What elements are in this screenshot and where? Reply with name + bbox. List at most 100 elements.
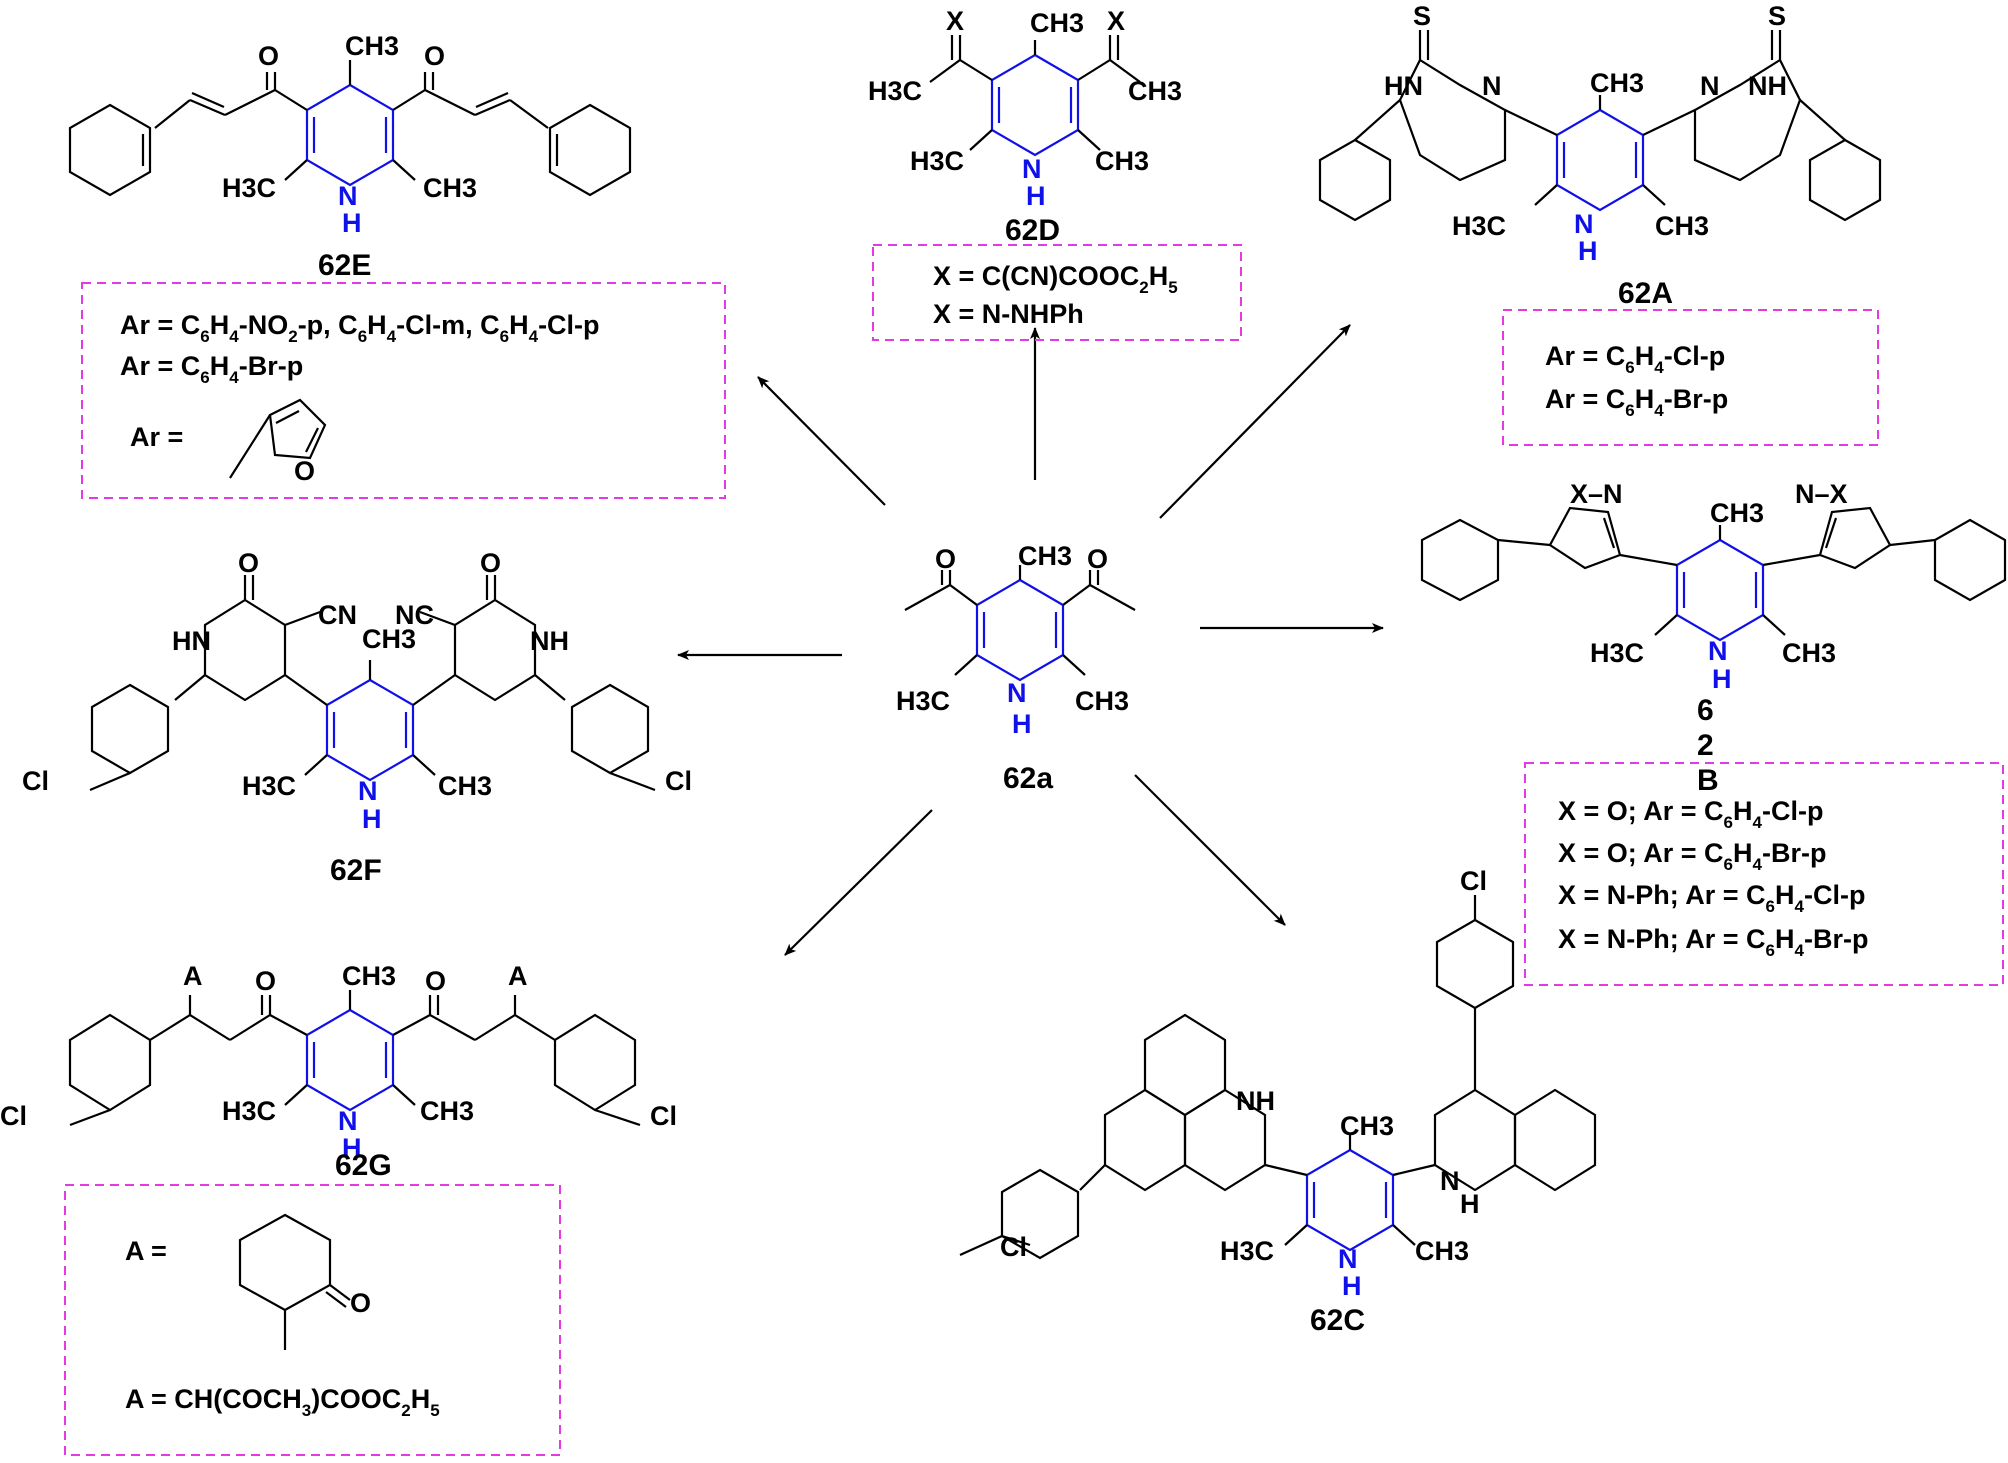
62B-condition-1: X = O; Ar = C6H4-Cl-p — [1558, 796, 1823, 832]
svg-text:N: N — [1574, 209, 1594, 239]
svg-text:CH3: CH3 — [362, 624, 416, 654]
svg-text:6: 6 — [1697, 694, 1714, 727]
arrow-to-62A — [1159, 324, 1351, 519]
svg-text:O: O — [238, 548, 259, 578]
svg-text:N: N — [1440, 1166, 1460, 1196]
62D-condition-1: X = C(CN)COOC2H5 — [933, 261, 1178, 297]
svg-text:B: B — [1697, 764, 1719, 797]
svg-text:H: H — [1712, 664, 1732, 694]
62D-x-left: X — [946, 6, 964, 36]
svg-text:N: N — [338, 1106, 358, 1136]
compound-62A: S S HN N N NH CH3 H3C CH3 N H 62A Ar = C… — [1318, 1, 1882, 446]
cyclohexanone-structure: O — [238, 1213, 371, 1350]
62E-label: 62E — [318, 249, 371, 282]
62E-conditions-box — [81, 282, 726, 499]
62E-methyl: CH3 — [345, 31, 399, 61]
svg-text:2: 2 — [1697, 729, 1714, 762]
svg-text:O: O — [255, 966, 276, 996]
62E-condition-2: Ar = C6H4-Br-p — [120, 351, 303, 387]
compound-62F: O O HN NH CN NC CH3 Cl Cl H3C CH3 N H 62… — [22, 548, 692, 887]
svg-text:N–X: N–X — [1795, 479, 1848, 509]
svg-text:H3C: H3C — [222, 1096, 276, 1126]
svg-text:H: H — [342, 208, 362, 238]
svg-text:Cl: Cl — [650, 1101, 677, 1131]
62B-condition-4: X = N-Ph; Ar = C6H4-Br-p — [1558, 924, 1868, 960]
svg-text:N: N — [1700, 71, 1720, 101]
arrow-to-62G — [784, 809, 933, 956]
svg-text:A: A — [183, 961, 203, 991]
svg-text:HN: HN — [172, 626, 211, 656]
svg-text:A: A — [508, 961, 528, 991]
62B-condition-3: X = N-Ph; Ar = C6H4-Cl-p — [1558, 880, 1865, 916]
svg-text:H3C: H3C — [910, 146, 964, 176]
svg-text:O: O — [294, 456, 315, 486]
62C-label: 62C — [1310, 1304, 1365, 1337]
svg-text:CH3: CH3 — [342, 961, 396, 991]
compound-62D: X X CH3 H3C CH3 H3C CH3 N H 62D X = C(CN… — [868, 6, 1242, 341]
svg-text:NH: NH — [1236, 1086, 1275, 1116]
compound-62a: O O CH3 H3C CH3 N H 62a — [896, 541, 1136, 795]
svg-text:N: N — [1022, 154, 1042, 184]
62A-condition-1: Ar = C6H4-Cl-p — [1545, 341, 1725, 377]
62G-conditions-box — [64, 1184, 561, 1456]
svg-text:CH3: CH3 — [1340, 1111, 1394, 1141]
svg-text:S: S — [1413, 1, 1431, 31]
svg-text:H3C: H3C — [1452, 211, 1506, 241]
svg-text:H3C: H3C — [1220, 1236, 1274, 1266]
62A-conditions-box — [1502, 309, 1879, 446]
62B-conditions-box — [1524, 762, 2004, 986]
62F-label: 62F — [330, 854, 382, 887]
svg-text:N: N — [1338, 1244, 1358, 1274]
svg-text:Cl: Cl — [22, 766, 49, 796]
svg-text:NC: NC — [395, 600, 434, 630]
svg-text:CH3: CH3 — [1710, 498, 1764, 528]
svg-text:O: O — [350, 1288, 371, 1318]
svg-text:CH3: CH3 — [438, 771, 492, 801]
62E-h3c: H3C — [222, 173, 276, 203]
svg-text:X–N: X–N — [1570, 479, 1623, 509]
svg-text:H: H — [342, 1133, 362, 1163]
svg-text:H3C: H3C — [868, 76, 922, 106]
furan-structure: O — [229, 398, 327, 486]
svg-text:S: S — [1768, 1, 1786, 31]
62D-label: 62D — [1005, 214, 1060, 247]
62E-condition-3: Ar = — [130, 422, 183, 452]
svg-text:CH3: CH3 — [1030, 8, 1084, 38]
svg-text:O: O — [424, 41, 445, 71]
svg-text:O: O — [425, 966, 446, 996]
svg-text:HN: HN — [1384, 71, 1423, 101]
center-h: H — [1012, 709, 1032, 739]
62D-conditions-box — [872, 244, 1242, 341]
svg-text:CH3: CH3 — [1415, 1236, 1469, 1266]
svg-text:Cl: Cl — [1000, 1232, 1027, 1262]
svg-text:CH3: CH3 — [420, 1096, 474, 1126]
62A-label: 62A — [1618, 277, 1673, 310]
compound-62C: Cl NH CH3 N H Cl H3C CH3 N H 62C — [959, 866, 1597, 1337]
svg-text:NH: NH — [530, 626, 569, 656]
62E-ch3: CH3 — [423, 173, 477, 203]
svg-text:CN: CN — [318, 600, 357, 630]
svg-text:CH3: CH3 — [1655, 211, 1709, 241]
62A-condition-2: Ar = C6H4-Br-p — [1545, 384, 1728, 420]
center-oxygen-left: O — [935, 544, 956, 574]
svg-text:NH: NH — [1748, 71, 1787, 101]
reaction-arrows — [677, 324, 1384, 956]
svg-text:N: N — [358, 776, 378, 806]
svg-text:H: H — [1342, 1271, 1362, 1301]
compound-62B: X–N N–X CH3 H3C CH3 N H 6 2 B X = O; Ar … — [1420, 479, 2007, 986]
center-oxygen-right: O — [1087, 544, 1108, 574]
center-h3c: H3C — [896, 686, 950, 716]
center-label: 62a — [1003, 762, 1053, 795]
svg-text:H: H — [1578, 236, 1598, 266]
svg-text:CH3: CH3 — [1782, 638, 1836, 668]
svg-text:Cl: Cl — [665, 766, 692, 796]
62D-x-right: X — [1107, 6, 1125, 36]
62D-condition-2: X = N-NHPh — [933, 299, 1084, 329]
svg-text:CH3: CH3 — [1590, 68, 1644, 98]
svg-text:H: H — [1026, 181, 1046, 211]
compound-62E: O O CH3 H3C CH3 N H 62E Ar = C6H4-NO2-p,… — [68, 31, 726, 499]
svg-text:CH3: CH3 — [1095, 146, 1149, 176]
svg-text:N: N — [1482, 71, 1502, 101]
svg-text:N: N — [1708, 636, 1728, 666]
